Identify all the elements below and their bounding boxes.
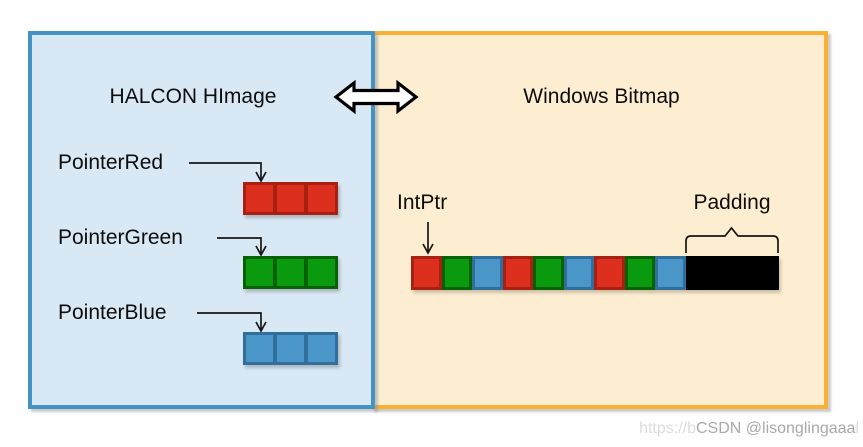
right-panel-title: Windows Bitmap	[523, 85, 680, 108]
left-panel-title: HALCON HImage	[109, 85, 277, 108]
pointer-green-label: PointerGreen	[58, 226, 183, 249]
blue-byte-cell	[472, 256, 503, 290]
green-pixel-cell	[275, 256, 306, 289]
watermark-author: CSDN @lisonglingaaa	[696, 420, 856, 437]
green-byte-cell	[624, 256, 655, 290]
pointer-red-label: PointerRed	[58, 151, 164, 174]
green-pixel-cell	[306, 256, 338, 289]
green-byte-cell	[441, 256, 472, 290]
blue-pixel-cell	[243, 332, 275, 365]
watermark-url-fragment: https://b	[639, 420, 696, 437]
blue-pixel-cell	[275, 332, 306, 365]
watermark: https://bCSDN @lisonglingaaal	[639, 419, 859, 439]
green-pixel-cell	[243, 256, 275, 289]
intptr-label: IntPtr	[397, 191, 448, 214]
bitmap-scanline-strip	[411, 256, 779, 290]
red-byte-cell	[411, 256, 442, 290]
pointer-blue-label: PointerBlue	[58, 301, 167, 324]
red-pixel-cell	[243, 182, 275, 215]
blue-channel-bar	[243, 332, 338, 365]
red-pixel-cell	[306, 182, 338, 215]
watermark-tail-fragment: l	[855, 420, 859, 437]
blue-byte-cell	[563, 256, 594, 290]
red-byte-cell	[502, 256, 533, 290]
red-byte-cell	[594, 256, 625, 290]
padding-block	[685, 256, 779, 290]
red-channel-bar	[243, 182, 338, 215]
blue-byte-cell	[655, 256, 686, 290]
blue-pixel-cell	[306, 332, 338, 365]
red-pixel-cell	[275, 182, 306, 215]
green-byte-cell	[533, 256, 564, 290]
padding-label: Padding	[693, 191, 771, 214]
windows-bitmap-panel	[371, 31, 828, 409]
green-channel-bar	[243, 256, 338, 289]
